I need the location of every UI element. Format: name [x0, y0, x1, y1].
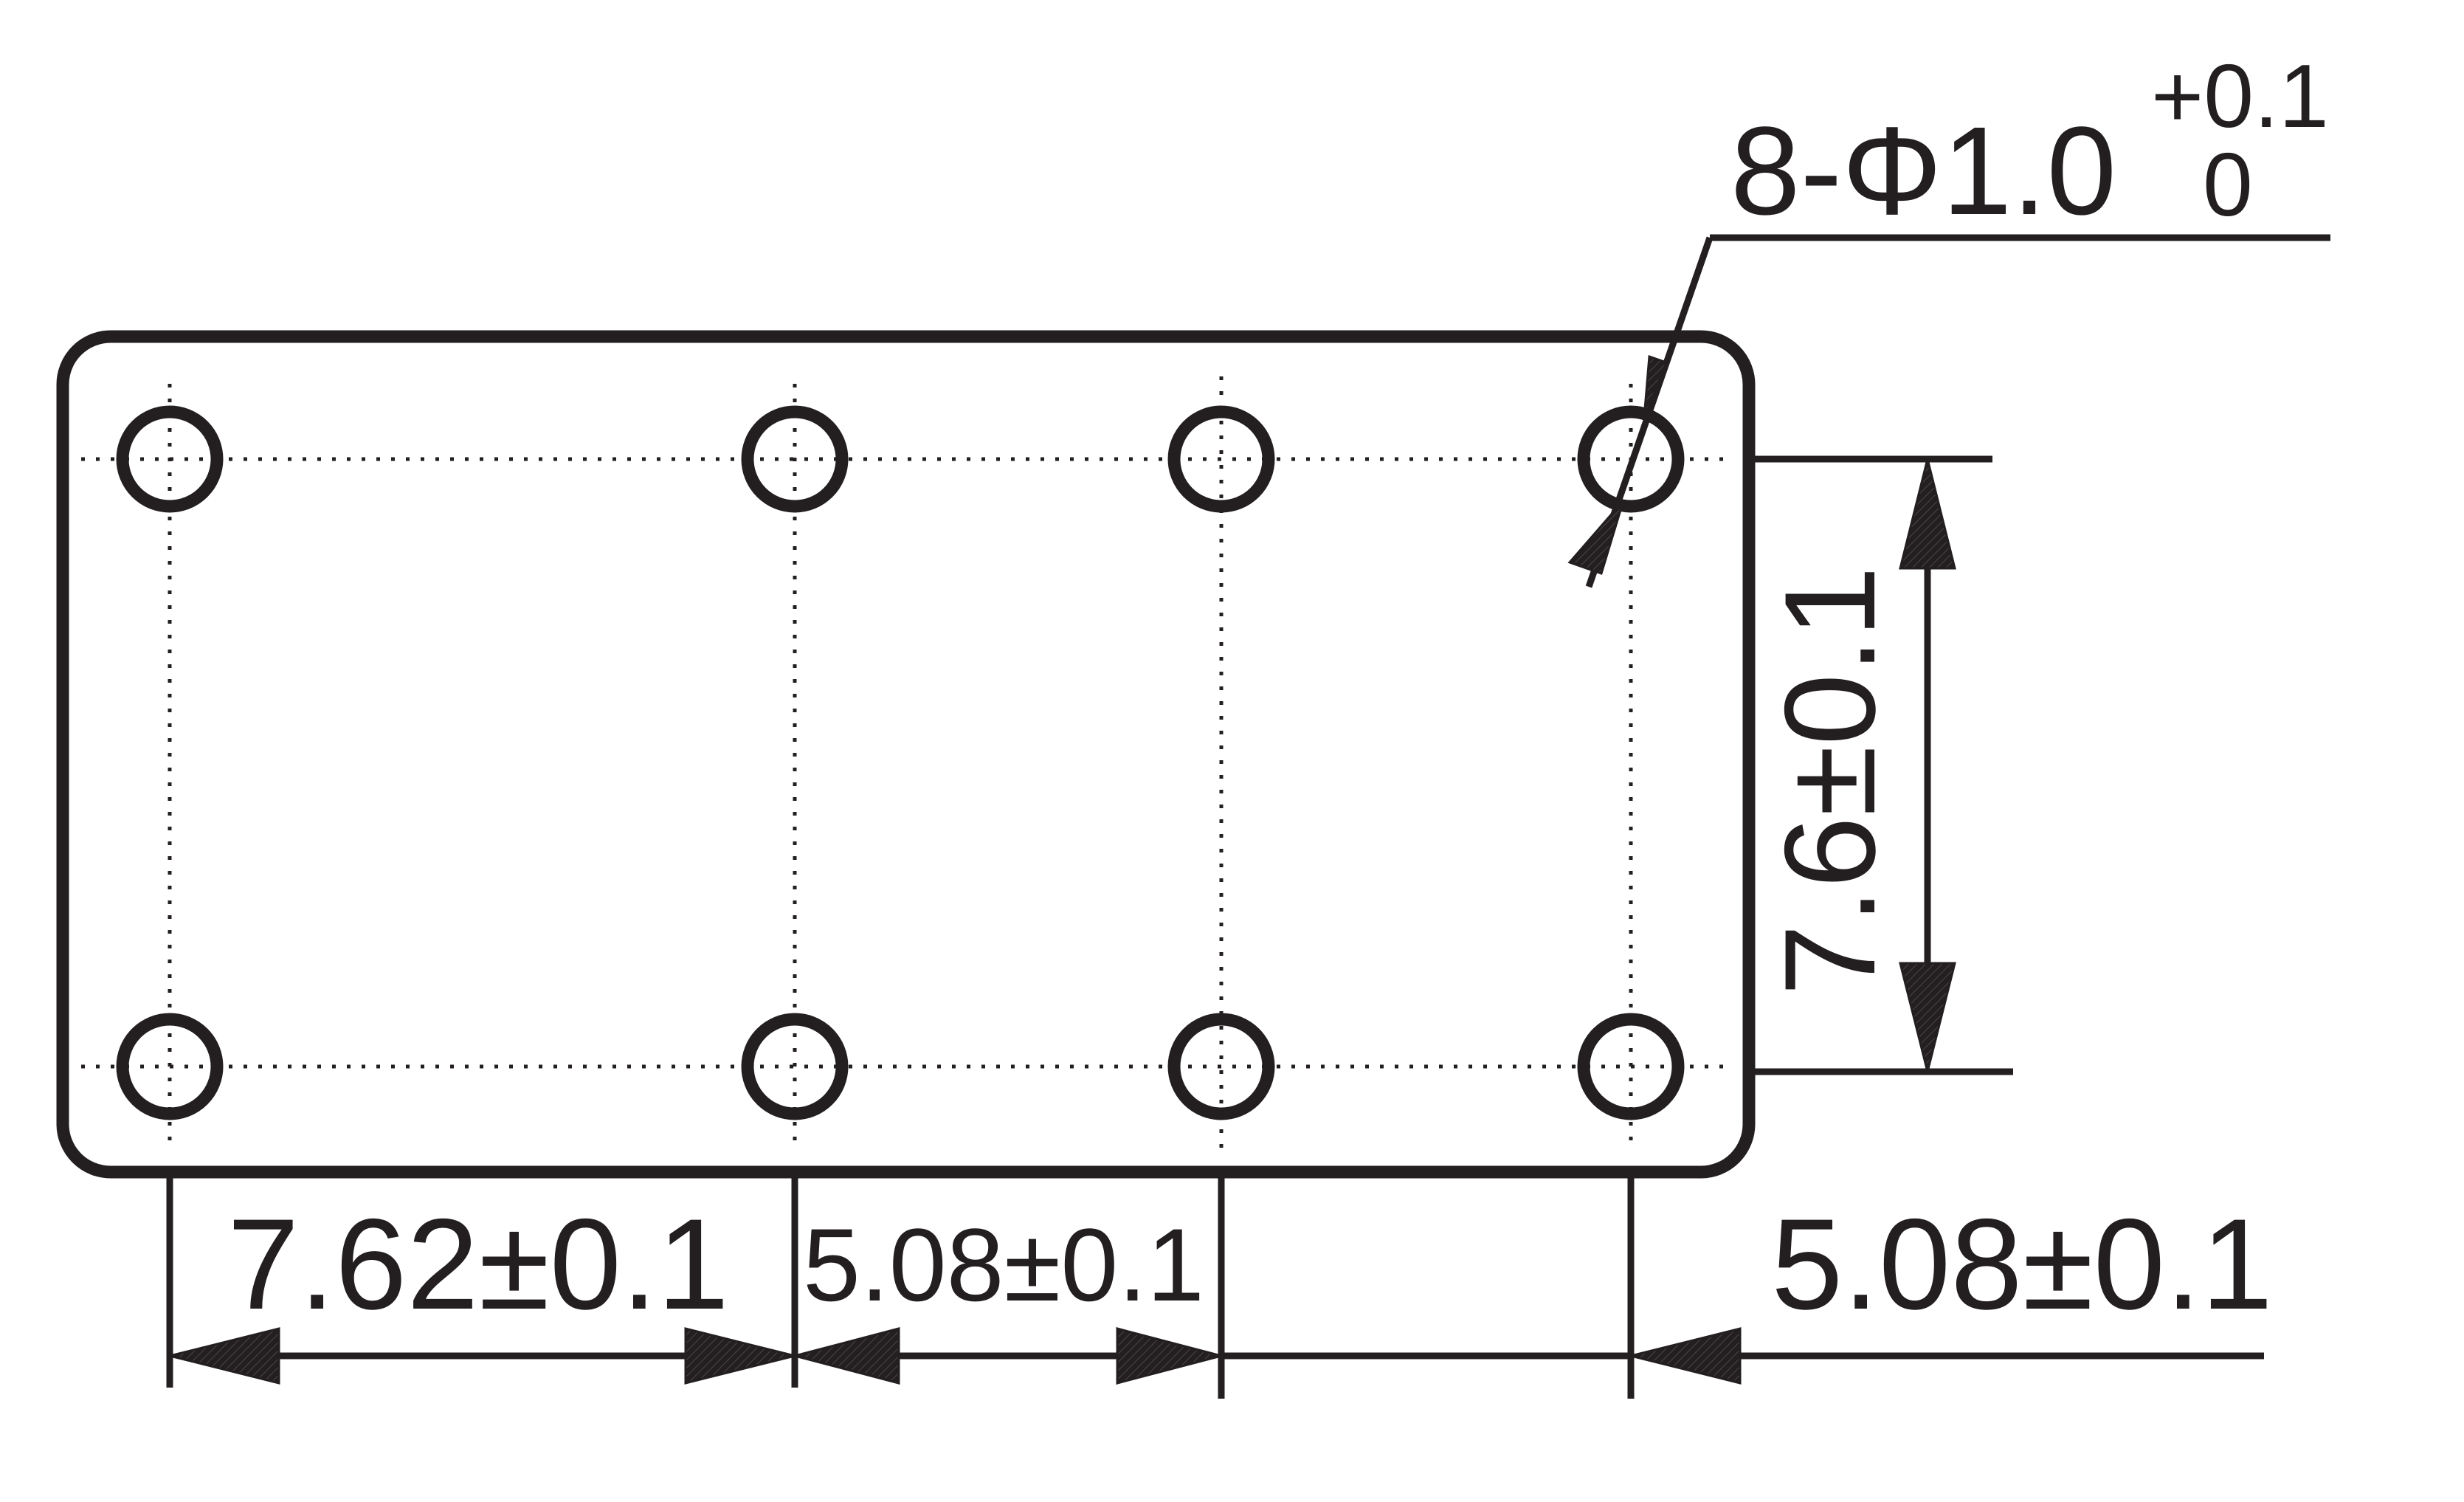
holes	[116, 405, 1685, 1120]
vertical-dimension	[1750, 455, 2013, 1075]
hole	[741, 1013, 849, 1120]
hole	[1167, 405, 1275, 513]
arrow-left-icon	[790, 1327, 900, 1385]
bottom-dimension-label-2: 5.08±0.1	[803, 1207, 1204, 1323]
hole-callout-label: 8-Φ1.0	[1730, 101, 2116, 241]
hole	[1167, 1013, 1275, 1120]
leader-arrow-lower-icon	[1567, 500, 1625, 575]
hole-tolerance-lower: 0	[2203, 134, 2253, 235]
leader-arrow-upper-icon	[1643, 354, 1668, 418]
hole-tolerance-upper: +0.1	[2151, 46, 2329, 146]
arrow-right-icon	[684, 1327, 796, 1385]
hole	[1577, 405, 1685, 513]
arrow-right-icon	[1116, 1327, 1226, 1385]
arrow-left-icon	[1630, 1327, 1742, 1385]
bottom-dimension-label-1: 7.62±0.1	[227, 1193, 729, 1337]
bottom-dimension-label-3: 5.08±0.1	[1771, 1193, 2273, 1337]
centerlines	[81, 376, 1727, 1148]
arrow-down-icon	[1899, 962, 1956, 1072]
vertical-dimension-label: 7.6±0.1	[1759, 566, 1902, 996]
hole	[741, 405, 849, 513]
hole	[1577, 1013, 1685, 1120]
arrow-up-icon	[1899, 458, 1956, 570]
hole-callout-leader	[1585, 234, 2330, 588]
hole	[116, 405, 224, 513]
arrow-left-icon	[169, 1327, 280, 1385]
hole	[116, 1013, 224, 1120]
component-outline	[56, 330, 1756, 1179]
